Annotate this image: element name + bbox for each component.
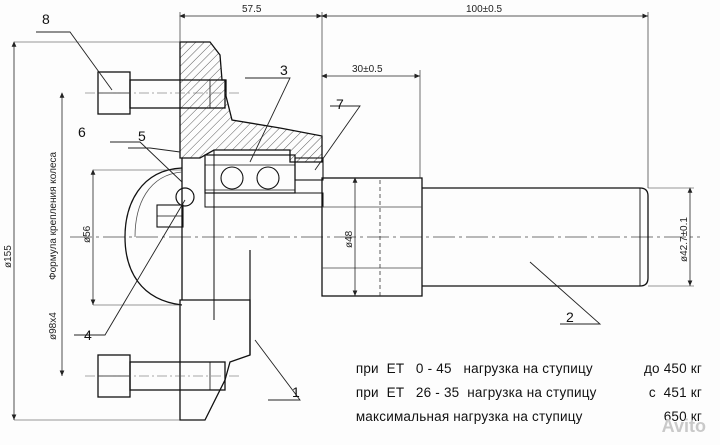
- bearing-housing: [204, 154, 296, 194]
- callout-1: 1: [292, 384, 300, 400]
- callout-5: 5: [138, 128, 146, 144]
- callout-leaders: [36, 31, 602, 401]
- callout-2: 2: [566, 309, 574, 325]
- callout-4: 4: [84, 327, 92, 343]
- dim-98x4: ø98x4: [48, 312, 59, 340]
- dim-155: ø155: [3, 245, 14, 268]
- cotter-pin: [175, 187, 195, 207]
- dim-56: ø56: [82, 225, 93, 243]
- dim-57: 57.5: [242, 4, 262, 15]
- bolt-circle-label: Формула крепления колеса: [48, 151, 59, 280]
- hub-cap: [124, 167, 183, 306]
- dim-30: 30±0.5: [352, 64, 383, 75]
- callout-3: 3: [280, 62, 288, 78]
- flange-section: [179, 41, 323, 163]
- hub-cap-inner: [134, 171, 183, 238]
- bearing-ball-1: [220, 166, 244, 190]
- shaft-mid: [321, 177, 423, 297]
- callout-7: 7: [336, 96, 344, 112]
- dim-100: 100±0.5: [466, 4, 503, 15]
- flange-lower: [179, 299, 251, 421]
- bearing-ball-2: [256, 166, 280, 190]
- callout-8: 8: [42, 11, 50, 27]
- dim-48: ø48: [344, 230, 355, 248]
- spacer: [204, 192, 324, 208]
- dim-42: ø42.7±0.1: [679, 217, 690, 262]
- callout-6: 6: [78, 124, 86, 140]
- nut-7: [294, 157, 324, 181]
- shaft-end: [422, 187, 649, 287]
- watermark: Avito: [661, 416, 706, 436]
